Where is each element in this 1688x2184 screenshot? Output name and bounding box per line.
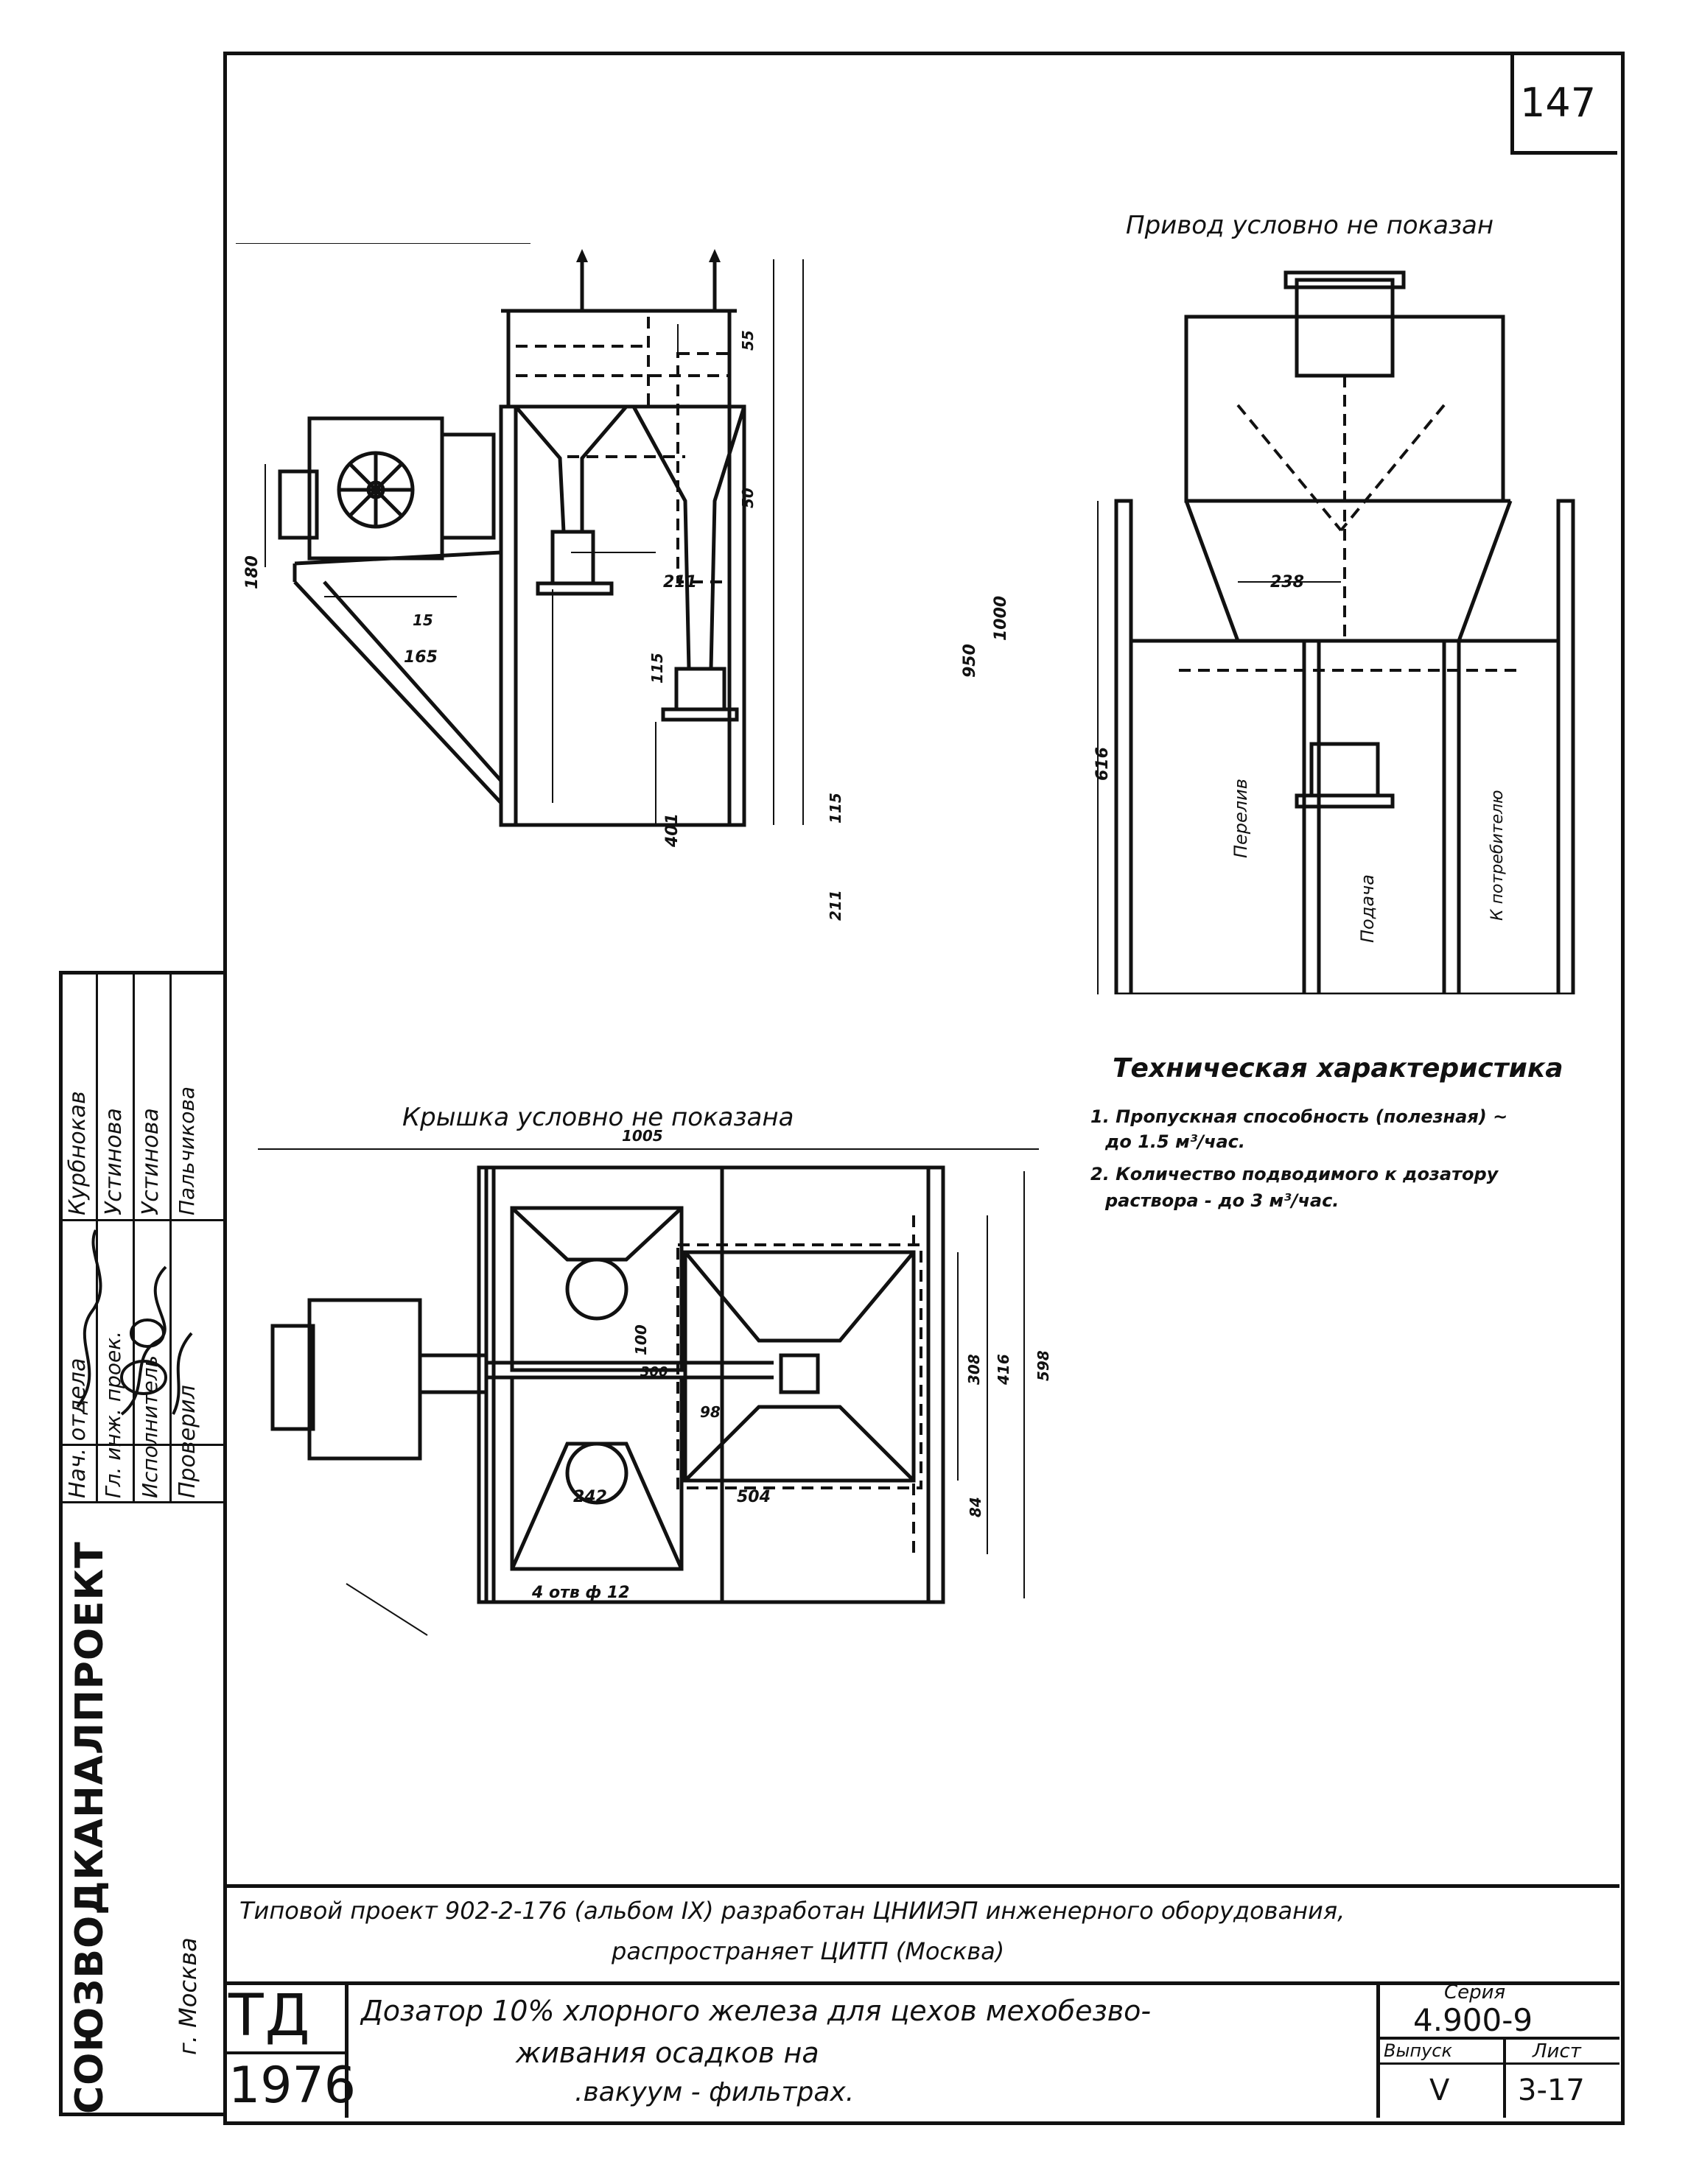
- dim-416: 416: [995, 1354, 1012, 1385]
- dim-115b: 115: [827, 793, 844, 824]
- dim-115a: 115: [648, 653, 666, 684]
- dim-100: 100: [632, 1324, 650, 1355]
- label-podacha: Подача: [1357, 874, 1378, 943]
- dim-616: 616: [1093, 747, 1112, 781]
- lid-note: Крышка условно не показана: [402, 1103, 794, 1132]
- dim-84: 84: [967, 1497, 984, 1517]
- series-value: 4.900-9: [1413, 2002, 1533, 2038]
- stamp-row-line-1: [59, 1219, 227, 1221]
- dim-50: 50: [739, 488, 757, 508]
- issue-value: V: [1429, 2074, 1450, 2107]
- tech-item2-line2: раствора - до 3 м³/час.: [1105, 1190, 1339, 1211]
- stamp-name-3: Устинова: [138, 1108, 164, 1215]
- td-divider: [223, 2051, 347, 2054]
- plan-view-drawing: [258, 1148, 1039, 1636]
- title-line-1: Дозатор 10% хлорного железа для цехов ме…: [361, 1995, 1152, 2027]
- dim-211: 211: [827, 890, 844, 921]
- dim-598: 598: [1034, 1350, 1052, 1381]
- side-view-drawing: [1097, 270, 1575, 994]
- sheet-label: Лист: [1533, 2040, 1581, 2062]
- sheet-number-box: [1510, 55, 1617, 155]
- stamp-col-line-2: [133, 971, 135, 1501]
- tech-item1-line1: 1. Пропускная способность (полезная) ~: [1090, 1106, 1508, 1127]
- dim-1005: 1005: [622, 1127, 663, 1145]
- dim-504: 504: [737, 1488, 771, 1506]
- front-view-drawing: [236, 243, 804, 827]
- title-block-top-line: [223, 1884, 1619, 1888]
- td-box: [223, 1981, 349, 2118]
- series-box: [1376, 1981, 1380, 2118]
- left-stamp: [59, 971, 227, 2116]
- dim-211-top: 211: [663, 573, 697, 591]
- dim-308: 308: [965, 1354, 983, 1385]
- sheet-number: 147: [1520, 80, 1597, 126]
- issue-sheet-divider: [1503, 2037, 1506, 2118]
- series-label: Серия: [1444, 1981, 1506, 2004]
- td-label: ТД: [228, 1983, 312, 2049]
- dim-300: 300: [640, 1364, 668, 1380]
- stamp-org: СОЮЗВОДКАНАЛПРОЕКТ: [68, 1541, 112, 2114]
- stamp-row-line-3: [59, 1501, 227, 1503]
- tech-item2-line1: 2. Количество подводимого к дозатору: [1090, 1164, 1499, 1184]
- title-line-3: .вакуум - фильтрах.: [575, 2077, 855, 2107]
- stamp-col-line-3: [169, 971, 172, 1501]
- project-line-2: распространяет ЦИТП (Москва): [612, 1937, 1005, 1965]
- issue-label: Выпуск: [1384, 2040, 1452, 2061]
- sheet-value: 3-17: [1518, 2074, 1585, 2107]
- issue-label-line: [1376, 2062, 1619, 2065]
- dim-98: 98: [700, 1403, 721, 1421]
- dim-15: 15: [413, 611, 433, 629]
- drive-note: Привод условно не показан: [1126, 211, 1494, 240]
- dim-55: 55: [739, 330, 757, 351]
- stamp-name-1: Курбнокав: [65, 1091, 91, 1215]
- title-block-mid-line: [223, 1981, 1619, 1985]
- tech-item1-line2: до 1.5 м³/час.: [1105, 1131, 1246, 1152]
- dim-1000: 1000: [992, 595, 1010, 641]
- dim-242: 242: [573, 1488, 607, 1506]
- title-line-2: живания осадков на: [516, 2037, 819, 2069]
- tech-title: Техническая характеристика: [1113, 1053, 1563, 1084]
- label-k-potrebitelyu: К потребителю: [1488, 790, 1507, 921]
- signatures: [76, 1229, 193, 1416]
- dim-238: 238: [1270, 573, 1304, 591]
- dim-180: 180: [243, 555, 262, 589]
- stamp-name-4: Пальчикова: [175, 1086, 199, 1215]
- holes-note: 4 отв ф 12: [532, 1584, 630, 1602]
- dim-950: 950: [961, 644, 979, 678]
- dim-165: 165: [404, 648, 438, 667]
- stamp-col-line-1: [96, 971, 98, 1501]
- year-label: 1976: [228, 2057, 357, 2115]
- stamp-name-2: Устинова: [101, 1108, 127, 1215]
- project-line-1: Типовой проект 902-2-176 (альбом IX) раз…: [239, 1897, 1345, 1925]
- stamp-city: г. Москва: [174, 1937, 202, 2055]
- dim-401: 401: [663, 813, 682, 847]
- stamp-row-line-2: [59, 1444, 227, 1446]
- series-underline: [1376, 2037, 1619, 2040]
- label-pereliv: Перелив: [1230, 779, 1251, 858]
